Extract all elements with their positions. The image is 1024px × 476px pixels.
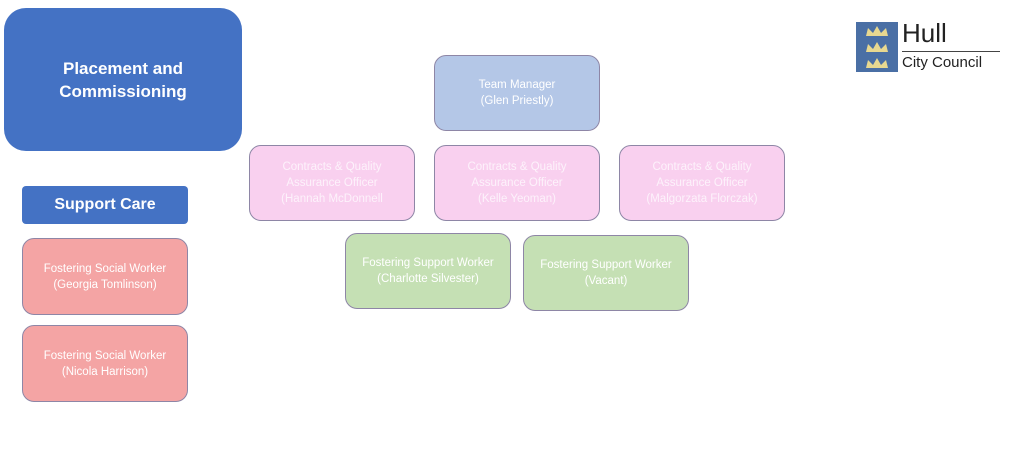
support-worker-box: Fostering Support Worker (Vacant) (523, 235, 689, 311)
logo-line1: Hull (902, 18, 947, 48)
social-worker-box: Fostering Social Worker (Nicola Harrison… (22, 325, 188, 402)
support-care-header: Support Care (22, 186, 188, 224)
crowns-icon (856, 22, 898, 72)
placement-commissioning-box: Placement and Commissioning (4, 8, 242, 151)
hull-city-council-logo: Hull City Council (856, 18, 1006, 74)
officer-box: Contracts & Quality Assurance Officer (M… (619, 145, 785, 221)
team-manager-box: Team Manager (Glen Priestly) (434, 55, 600, 131)
officer-box: Contracts & Quality Assurance Officer (K… (434, 145, 600, 221)
officer-box: Contracts & Quality Assurance Officer (H… (249, 145, 415, 221)
logo-line2: City Council (902, 54, 983, 71)
social-worker-box: Fostering Social Worker (Georgia Tomlins… (22, 238, 188, 315)
support-worker-box: Fostering Support Worker (Charlotte Silv… (345, 233, 511, 309)
